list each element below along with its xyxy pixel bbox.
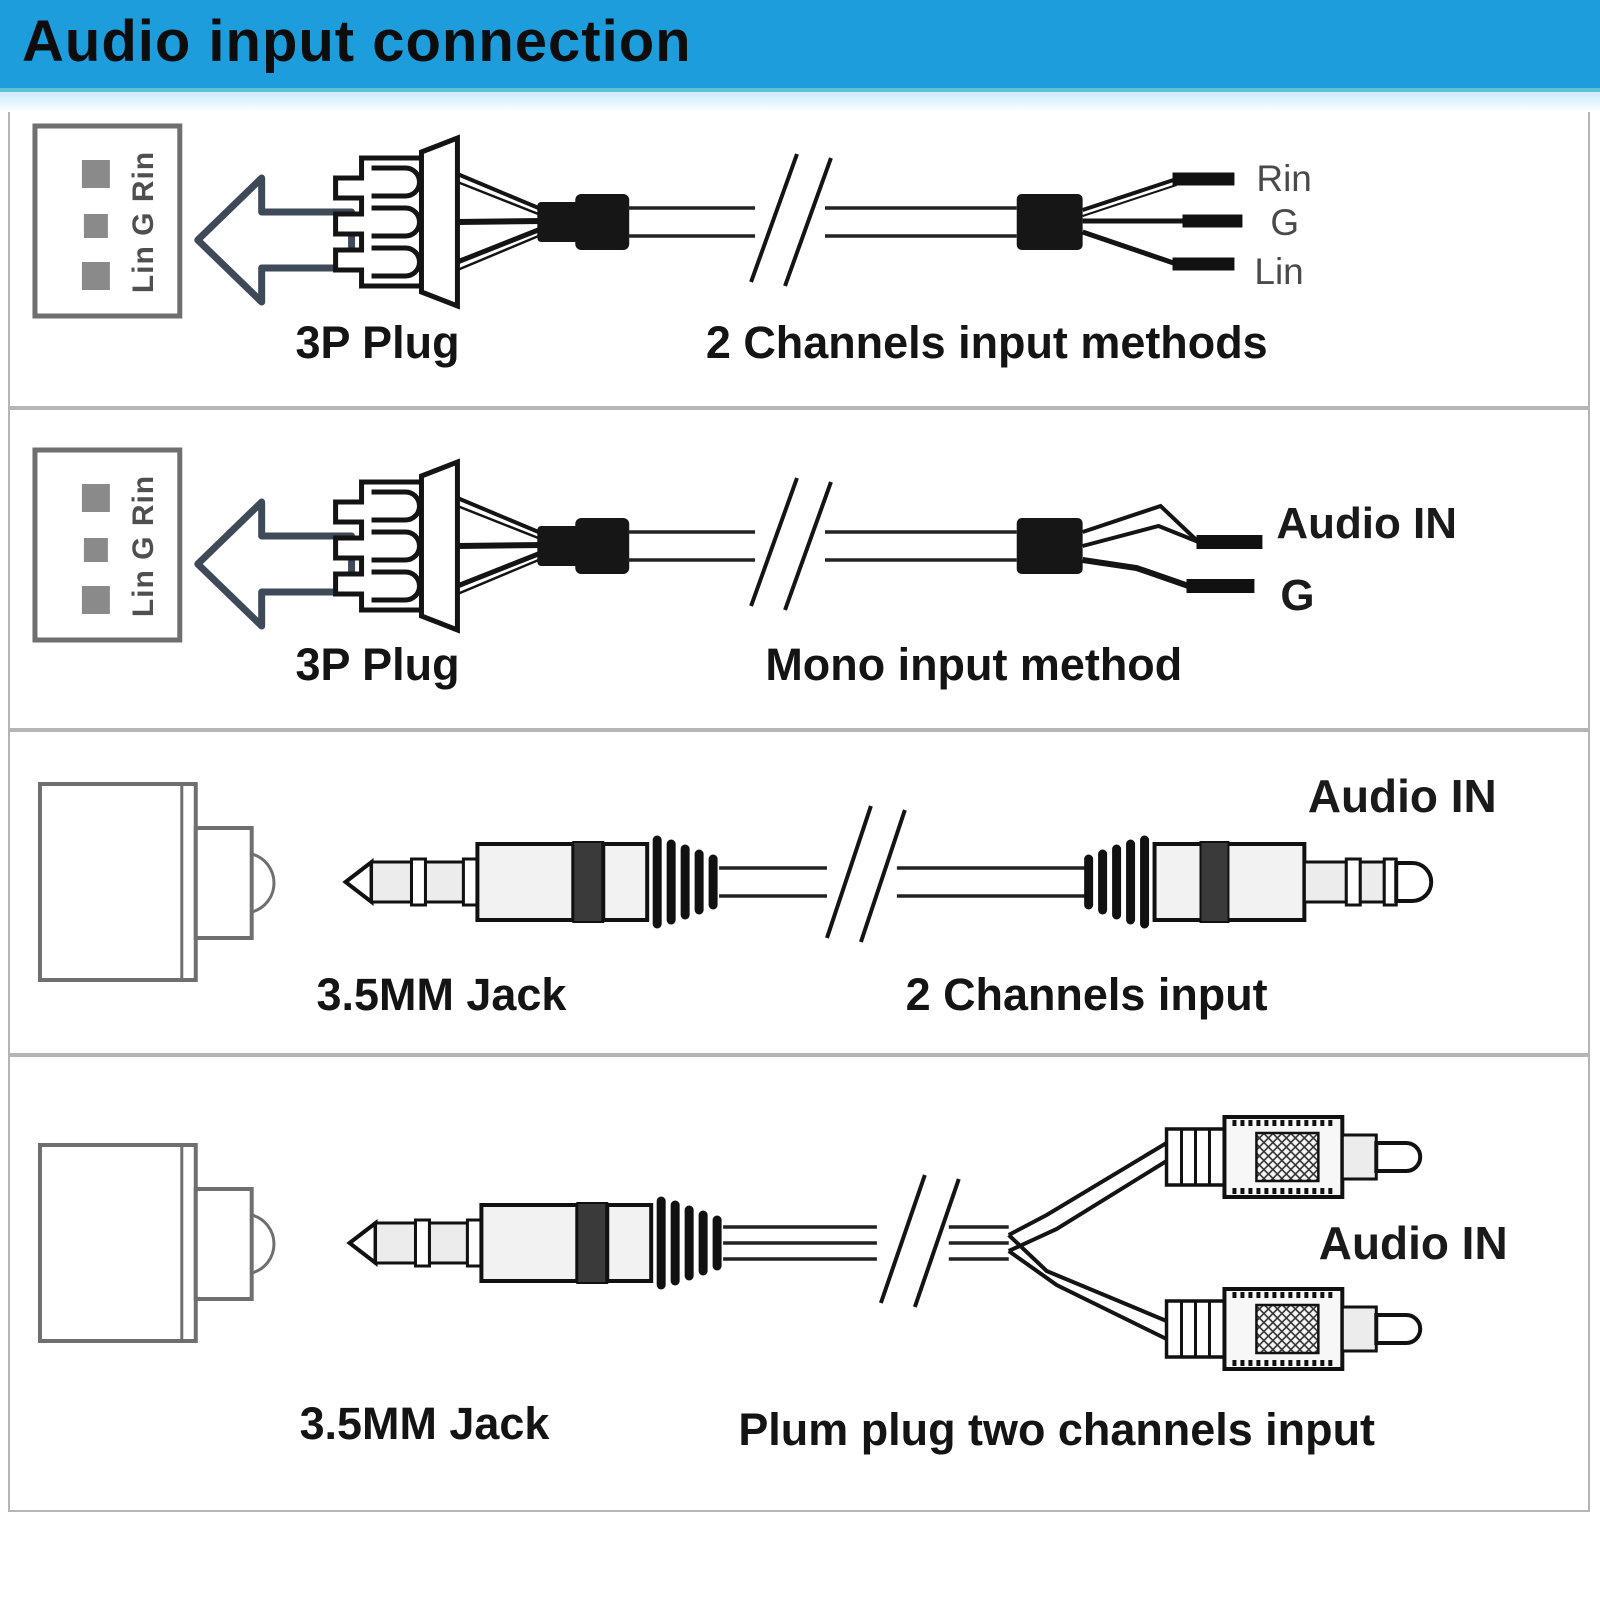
socket-pin: [81, 262, 110, 290]
socket-pin-labels: Lin G Rin: [127, 151, 160, 293]
plug-wires: [456, 172, 545, 272]
audio-input-socket: Lin G Rin: [32, 447, 183, 643]
strain-relief-ribs: [1084, 835, 1150, 929]
jack-socket: [37, 1143, 276, 1343]
audio-input-socket: Lin G Rin: [32, 123, 183, 319]
cable-break-mark: [749, 153, 833, 287]
cable-sleeve: [1016, 518, 1083, 574]
left-arrow-icon: [194, 498, 356, 630]
plug-3p-connector: [333, 458, 460, 634]
panel-3p-mono: Lin G Rin: [8, 408, 1590, 730]
panel-35mm-rca: Audio IN 3.5MM Jack Plum plug two channe…: [8, 1055, 1590, 1512]
socket-pin: [81, 586, 110, 614]
wire-label-lin: Lin: [1254, 251, 1303, 292]
caption-input-method: 2 Channels input: [906, 969, 1268, 1020]
wire-label-g: G: [1270, 202, 1299, 243]
caption-input-method: Mono input method: [765, 639, 1182, 690]
caption-input-method: Plum plug two channels input: [738, 1404, 1375, 1455]
jack-plug-left: [342, 841, 650, 923]
wire-label-audio-in: Audio IN: [1276, 499, 1457, 548]
wire-fan-out: [1081, 177, 1185, 267]
panel-3p-two-channel-drawing: Lin G Rin: [32, 123, 1312, 368]
caption-input-method: 2 Channels input methods: [706, 317, 1268, 368]
cable-break-mark: [825, 805, 907, 943]
header-bar: Audio input connection: [0, 0, 1600, 92]
strain-relief-ribs: [652, 835, 718, 929]
header-fade-strip: [0, 92, 1600, 112]
jack-plug-right: [1152, 841, 1434, 923]
caption-plug-type: 3P Plug: [296, 639, 460, 690]
rca-plug-top: [1164, 1115, 1423, 1199]
wire-label-rin: Rin: [1256, 158, 1311, 199]
jack-socket: [37, 782, 276, 982]
cable: [627, 530, 1017, 562]
socket-pin: [83, 214, 108, 238]
jack-plug-left: [346, 1202, 654, 1284]
wire-mono-merge: [1082, 503, 1200, 589]
cable: [627, 206, 1017, 238]
caption-plug-type: 3.5MM Jack: [300, 1398, 551, 1449]
wire-label-g: G: [1280, 571, 1314, 620]
panel-3p-two-channel: Lin G Rin: [8, 92, 1590, 408]
panel-3p-mono-drawing: Lin G Rin: [32, 447, 1457, 690]
panel-35mm-two-channel-drawing: Audio IN 3.5MM Jack 2 Channels input: [37, 770, 1497, 1020]
socket-pin-labels: Lin G Rin: [127, 475, 160, 617]
strain-relief-ribs: [656, 1196, 722, 1290]
panel-35mm-two-channel: Audio IN 3.5MM Jack 2 Channels input: [8, 730, 1590, 1055]
wire-tips: [1186, 535, 1263, 593]
page-title: Audio input connection: [22, 9, 692, 74]
cable: [723, 1225, 1009, 1261]
left-arrow-icon: [194, 174, 356, 306]
socket-pin: [81, 484, 110, 512]
plug-3p-connector: [333, 134, 460, 310]
socket-pin: [81, 160, 110, 188]
wire-tips: [1172, 172, 1243, 271]
caption-plug-type: 3P Plug: [296, 317, 460, 368]
cable-sleeve: [537, 518, 630, 574]
panel-35mm-rca-drawing: Audio IN 3.5MM Jack Plum plug two channe…: [37, 1115, 1508, 1455]
y-splitter-wires: [1007, 1141, 1168, 1341]
cable: [719, 866, 1085, 898]
cable-break-mark: [749, 477, 833, 611]
cable-sleeve: [537, 194, 630, 250]
plug-wires: [456, 496, 545, 596]
audio-in-label: Audio IN: [1319, 1217, 1508, 1269]
caption-plug-type: 3.5MM Jack: [317, 969, 568, 1020]
cable-sleeve: [1016, 194, 1083, 250]
cable-break-mark: [879, 1174, 961, 1308]
audio-in-label: Audio IN: [1308, 770, 1497, 822]
socket-pin: [83, 538, 108, 562]
rca-plug-bottom: [1164, 1287, 1423, 1371]
